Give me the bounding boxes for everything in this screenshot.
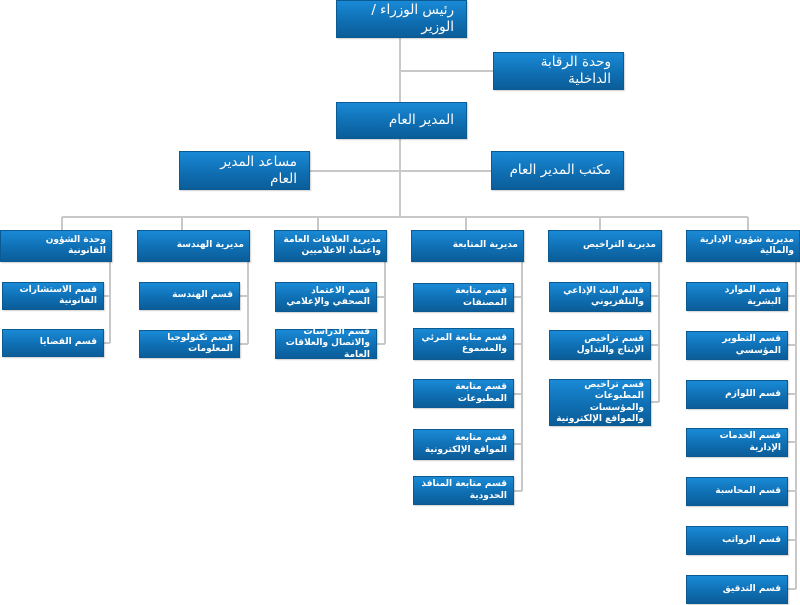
section-label: قسم تراخيص المطبوعات والمؤسسات والمواقع … [556,380,644,424]
minister-box: رئيس الوزراء / الوزير [336,0,467,38]
section-box: قسم الاستشارات القانونية [2,282,104,310]
directorate-licensing: مديرية التراخيص [548,230,662,262]
minister-label: رئيس الوزراء / الوزير [371,2,454,35]
section-box: قسم البث الإذاعي والتلفزيوني [549,282,651,312]
directorate-label: مديرية شؤون الإدارية والمالية [699,234,794,256]
section-label: قسم تكنولوجيا المعلومات [167,332,233,354]
section-label: قسم التدقيق [722,583,781,594]
section-box: قسم الموارد البشرية [686,282,788,311]
section-label: قسم القضايا [39,337,97,348]
section-label: قسم تراخيص الإنتاج والتداول [576,333,644,355]
section-label: قسم الاستشارات القانونية [19,284,97,306]
section-label: قسم متابعة المطبوعات [455,382,507,404]
section-label: قسم الهندسة [172,290,233,301]
dg-office-label: مكتب المدير العام [509,162,611,179]
section-label: قسم الموارد البشرية [724,285,781,307]
section-label: قسم المحاسبة [715,485,781,496]
directorate-monitoring: مديرية المتابعة [411,230,524,262]
section-box: قسم المحاسبة [686,477,788,506]
section-label: قسم متابعة المنافذ الحدودية [421,479,507,501]
section-box: قسم متابعة المطبوعات [413,379,514,408]
section-box: قسم الدراسات والاتصال والعلاقات العامة [275,327,377,360]
section-box: قسم متابعة المنافذ الحدودية [413,476,514,505]
section-label: قسم التطوير المؤسسي [722,334,781,356]
assistant-dg-box: مساعد المدير العام [179,151,310,190]
section-label: قسم الرواتب [722,534,781,545]
section-box: قسم تراخيص المطبوعات والمؤسسات والمواقع … [549,379,651,426]
directorate-admin-finance: مديرية شؤون الإدارية والمالية [686,230,800,262]
director-general-box: المدير العام [336,102,467,139]
section-label: قسم الاعتماد الصحفي والإعلامي [286,285,370,307]
assistant-dg-label: مساعد المدير العام [220,153,297,187]
section-label: قسم اللوازم [725,388,781,399]
section-box: قسم اللوازم [686,380,788,409]
directorate-label: وحدة الشؤون القانونية [45,234,106,256]
section-label: قسم البث الإذاعي والتلفزيوني [563,285,644,307]
section-box: قسم متابعة المواقع الإلكترونية [413,429,514,460]
section-box: قسم الاعتماد الصحفي والإعلامي [275,282,377,312]
section-box: قسم التدقيق [686,575,788,604]
director-general-label: المدير العام [388,112,454,129]
section-box: قسم متابعة المرئي والمسموع [413,328,514,360]
section-label: قسم الخدمات الإدارية [719,431,781,453]
directorate-label: مديرية الهندسة [176,240,244,251]
section-box: قسم تراخيص الإنتاج والتداول [549,330,651,360]
section-box: قسم القضايا [2,329,104,357]
internal-control-label: وحدة الرقابة الداخلية [540,54,611,87]
dg-office-box: مكتب المدير العام [491,151,624,190]
directorate-label: مديرية العلاقات العامة واعتماد الاعلاميي… [283,234,381,256]
directorate-public-relations: مديرية العلاقات العامة واعتماد الاعلاميي… [274,230,387,262]
section-box: قسم الهندسة [139,282,240,310]
section-box: قسم التطوير المؤسسي [686,331,788,360]
section-box: قسم الرواتب [686,526,788,555]
internal-control-box: وحدة الرقابة الداخلية [493,52,624,90]
section-label: قسم متابعة المرئي والمسموع [421,332,508,354]
section-label: قسم الدراسات والاتصال والعلاقات العامة [285,327,370,360]
section-box: قسم متابعة المصنفات [413,283,514,312]
section-box: قسم الخدمات الإدارية [686,428,788,457]
directorate-label: مديرية التراخيص [583,240,656,251]
section-label: قسم متابعة المصنفات [455,286,507,308]
unit-legal-affairs: وحدة الشؤون القانونية [0,230,112,262]
directorate-label: مديرية المتابعة [452,240,518,251]
directorate-engineering: مديرية الهندسة [137,230,250,262]
section-box: قسم تكنولوجيا المعلومات [139,330,240,358]
section-label: قسم متابعة المواقع الإلكترونية [424,433,507,455]
